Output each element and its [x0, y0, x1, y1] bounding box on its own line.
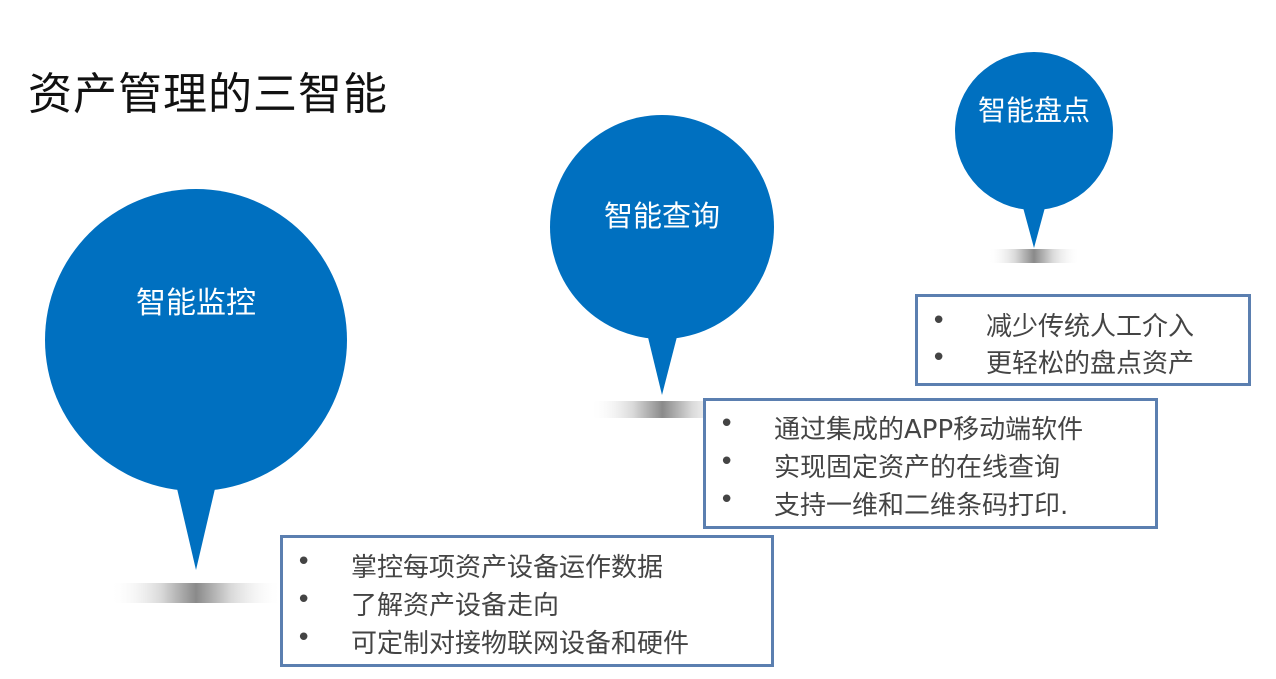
pin-query-shadow [590, 401, 735, 418]
list-item: • 实现固定资产的在线查询 [706, 447, 1155, 485]
monitor-feature-list: • 掌控每项资产设备运作数据 • 了解资产设备走向 • 可定制对接物联网设备和硬… [283, 538, 771, 661]
list-item-text: 通过集成的APP移动端软件 [774, 415, 1084, 445]
page-title: 资产管理的三智能 [28, 69, 388, 120]
pin-inventory-circle [955, 52, 1113, 210]
list-item-text: 更轻松的盘点资产 [986, 349, 1195, 379]
bullet-icon: • [296, 585, 312, 615]
inventory-feature-list: • 减少传统人工介入 • 更轻松的盘点资产 [918, 297, 1248, 380]
list-item-text: 可定制对接物联网设备和硬件 [351, 629, 690, 659]
pin-inventory-label: 智能盘点 [977, 94, 1091, 127]
list-item: • 支持一维和二维条码打印. [706, 485, 1155, 523]
pin-query-label: 智能查询 [603, 199, 721, 233]
pin-query [550, 115, 774, 418]
list-item: • 掌控每项资产设备运作数据 [283, 547, 771, 585]
list-item: • 更轻松的盘点资产 [918, 343, 1248, 380]
pin-monitor [45, 189, 347, 603]
pin-monitor-tail [175, 480, 217, 570]
bullet-icon: • [296, 547, 312, 577]
pin-inventory-shadow [988, 249, 1080, 263]
inventory-feature-box: • 减少传统人工介入 • 更轻松的盘点资产 [915, 294, 1251, 386]
pin-monitor-circle [45, 189, 347, 491]
query-feature-box: • 通过集成的APP移动端软件 • 实现固定资产的在线查询 • 支持一维和二维条… [703, 398, 1158, 529]
list-item: • 减少传统人工介入 [918, 306, 1248, 343]
monitor-feature-box: • 掌控每项资产设备运作数据 • 了解资产设备走向 • 可定制对接物联网设备和硬… [280, 535, 774, 667]
bullet-icon: • [931, 343, 947, 373]
list-item-text: 实现固定资产的在线查询 [774, 453, 1061, 483]
bullet-icon: • [931, 306, 947, 336]
list-item: • 通过集成的APP移动端软件 [706, 409, 1155, 447]
pin-query-circle [550, 115, 774, 339]
list-item-text: 掌控每项资产设备运作数据 [351, 553, 664, 583]
pin-monitor-shadow [110, 583, 282, 603]
query-feature-list: • 通过集成的APP移动端软件 • 实现固定资产的在线查询 • 支持一维和二维条… [706, 401, 1155, 523]
list-item: • 了解资产设备走向 [283, 585, 771, 623]
list-item-text: 了解资产设备走向 [351, 591, 560, 621]
bullet-icon: • [719, 485, 735, 515]
list-item-text: 支持一维和二维条码打印. [774, 491, 1069, 521]
bullet-icon: • [719, 447, 735, 477]
list-item-text: 减少传统人工介入 [986, 312, 1195, 342]
bullet-icon: • [296, 623, 312, 653]
pin-query-tail [645, 325, 680, 395]
list-item: • 可定制对接物联网设备和硬件 [283, 623, 771, 661]
bullet-icon: • [719, 409, 735, 439]
pin-inventory-tail [1021, 200, 1047, 248]
pin-inventory [955, 52, 1113, 263]
pin-monitor-label: 智能监控 [136, 286, 256, 321]
